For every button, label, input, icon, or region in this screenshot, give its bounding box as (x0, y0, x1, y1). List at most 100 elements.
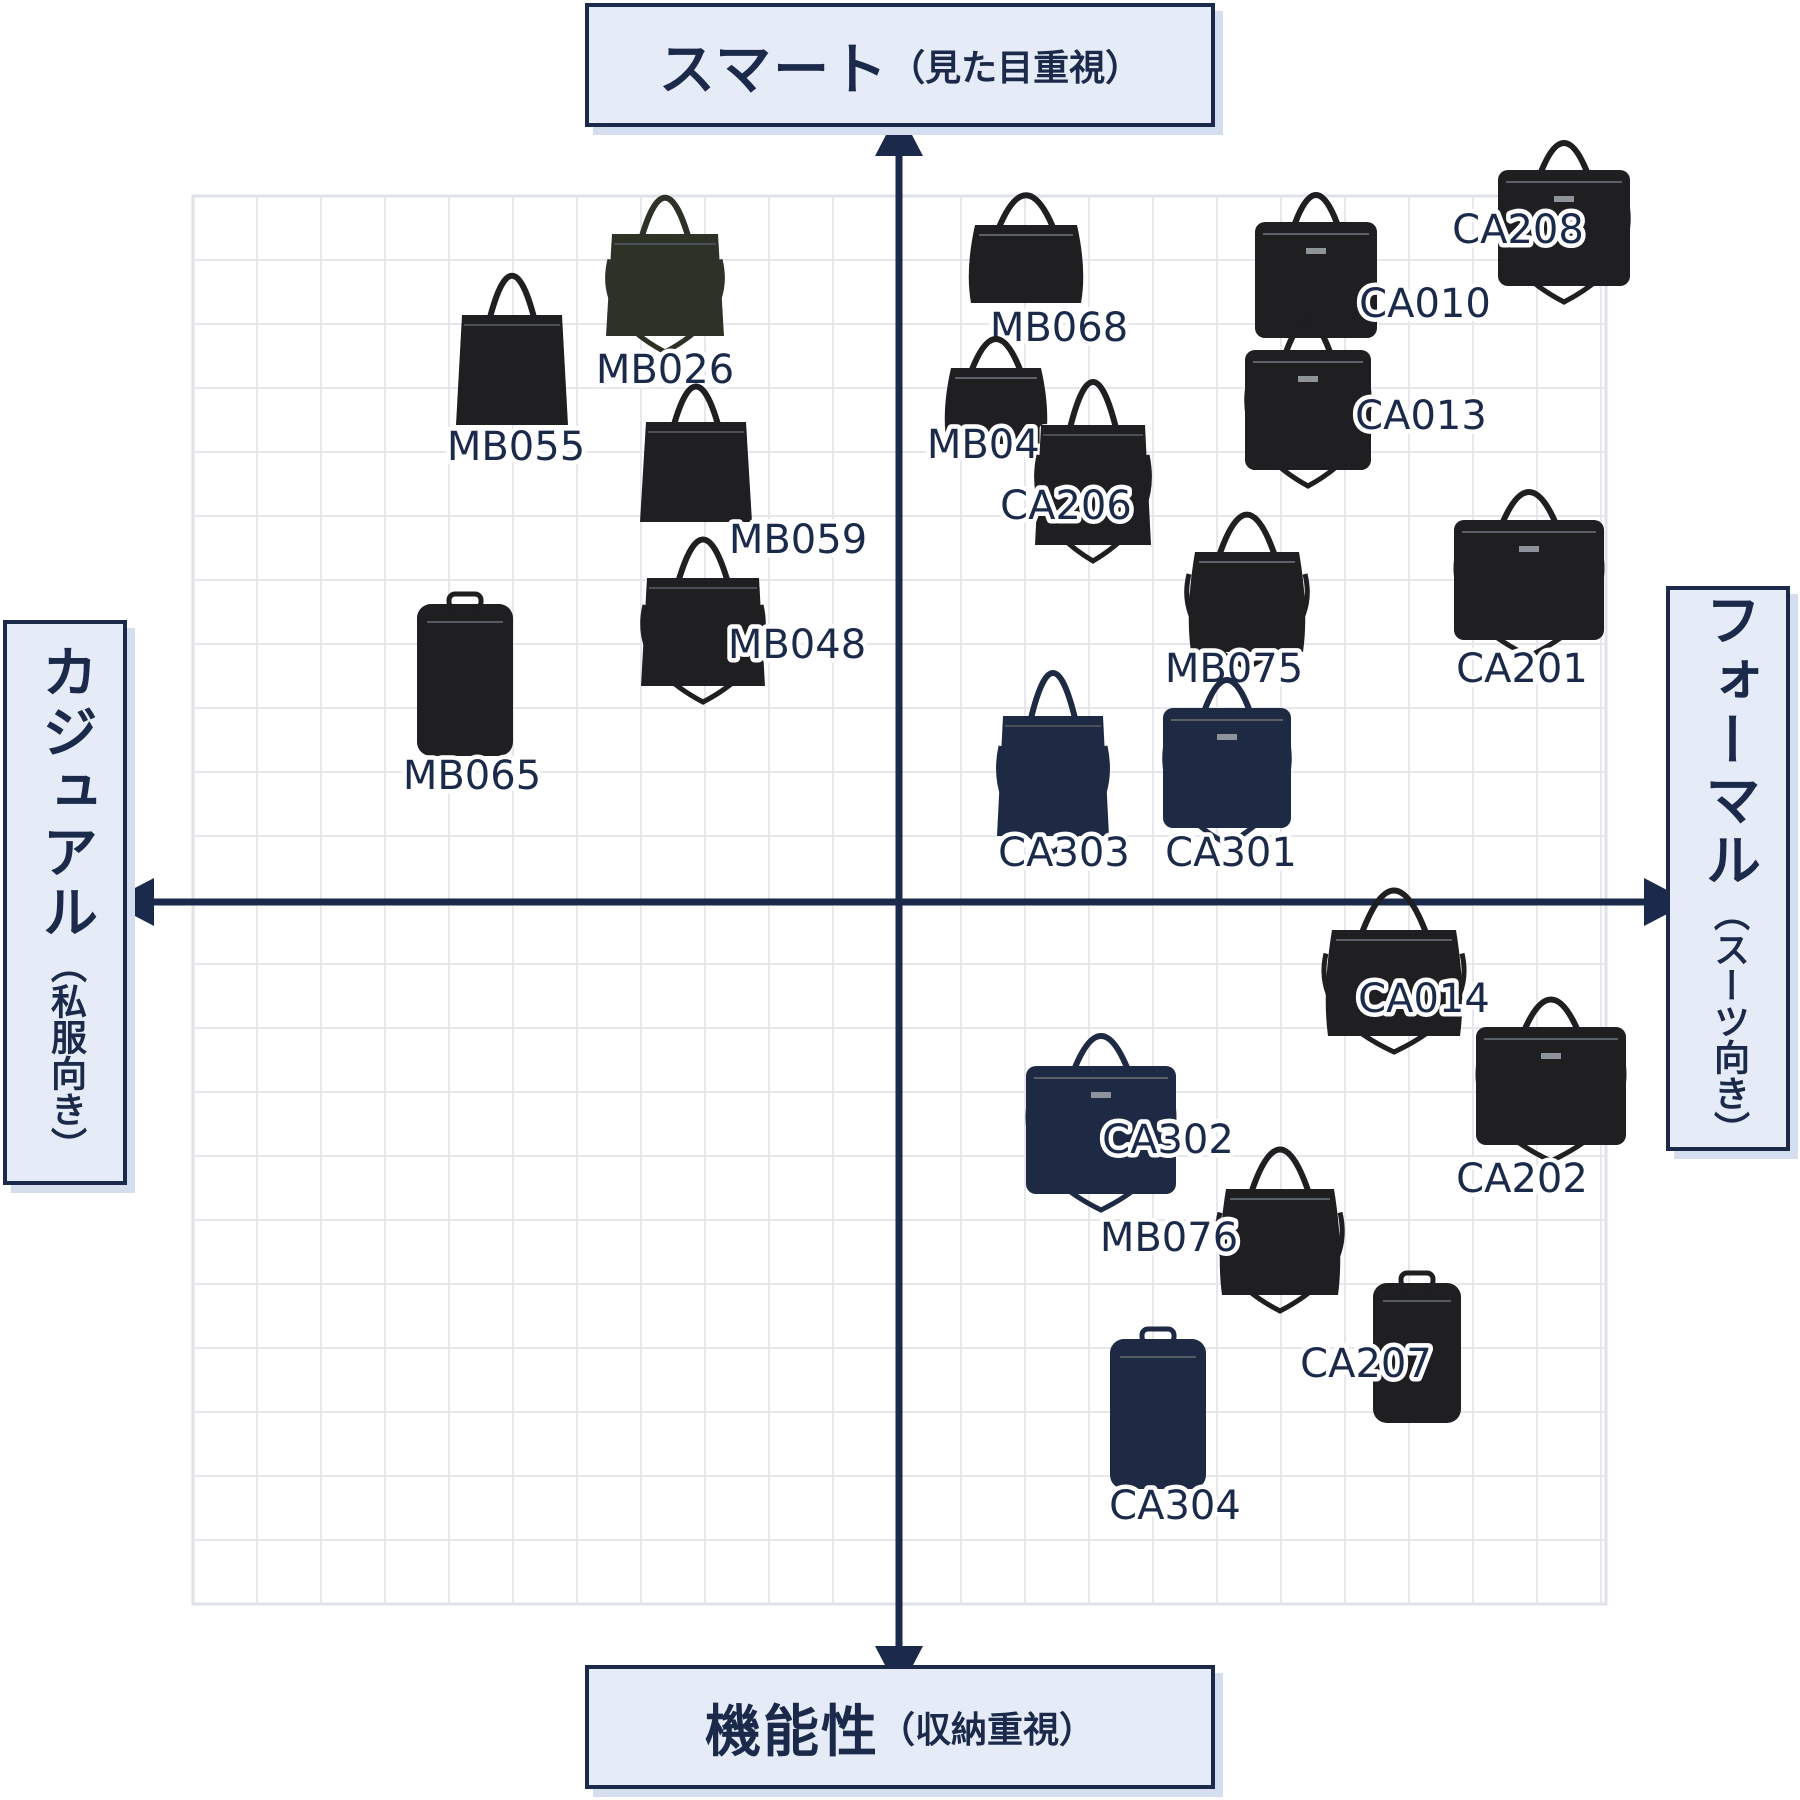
axis-right-sub: （スーツ向き） (1708, 894, 1749, 1147)
logo-plate (1298, 376, 1318, 382)
axis-label-top: スマート （見た目重視） (585, 3, 1215, 127)
axis-top-main: スマート (658, 37, 890, 103)
axis-label-left: カジュアル （私服向き） (3, 620, 127, 1185)
bag-body (1325, 930, 1463, 1036)
bag-body (1188, 552, 1306, 652)
product-ca304[interactable]: CA304 (1105, 1326, 1245, 1534)
product-label: CA202 (1456, 1156, 1588, 1202)
bag-handle (1499, 489, 1559, 526)
product-label: MB065 (403, 753, 541, 799)
bag-handle (446, 591, 484, 611)
product-label: CA201 (1456, 646, 1588, 692)
bag-body (1163, 708, 1291, 828)
shoulder-strap (1215, 1211, 1345, 1314)
bag-body (456, 315, 568, 425)
product-ca207[interactable]: CA207 (1296, 1270, 1461, 1423)
bag-handle (486, 272, 538, 320)
bag-body (1476, 1027, 1626, 1145)
arrow-left-icon (108, 878, 154, 926)
product-label: CA301 (1165, 830, 1297, 876)
product-label: CA304 (1109, 1483, 1241, 1529)
product-layer: MB026MB055MB059MB048MB065MB068MB045CA206… (398, 140, 1631, 1534)
product-label: MB076 (1100, 1215, 1238, 1261)
product-ca201[interactable]: CA201 (1452, 489, 1605, 697)
axis-left-main: カジュアル (32, 642, 98, 943)
bag-body (1373, 1283, 1461, 1423)
shoulder-strap (1184, 573, 1310, 671)
bag-handle (1071, 1033, 1131, 1072)
product-ca302[interactable]: CA302 (1025, 1033, 1238, 1213)
bag-body (944, 368, 1048, 444)
product-ca013[interactable]: CA013 (1244, 319, 1491, 489)
bag-body (1219, 1189, 1341, 1295)
logo-plate (1091, 1092, 1111, 1098)
product-mb076[interactable]: MB076 (1095, 1146, 1345, 1314)
bag-body (1498, 170, 1630, 286)
logo-plate (1306, 248, 1326, 254)
logo-plate (1217, 734, 1237, 740)
bag-handle (1139, 1326, 1177, 1346)
bag-handle (1359, 887, 1429, 934)
bag-handle (1398, 1270, 1436, 1290)
bag-handle (675, 536, 731, 583)
product-ca202[interactable]: CA202 (1452, 996, 1627, 1207)
product-mb048[interactable]: MB048 (640, 536, 871, 705)
bag-handle (1216, 511, 1278, 555)
product-label: CA014 (1358, 976, 1490, 1022)
axis-bottom-main: 機能性 (704, 1699, 879, 1765)
logo-plate (1519, 546, 1539, 552)
bag-body (1026, 1066, 1176, 1194)
bag-handle (1282, 319, 1334, 356)
product-label: CA010 (1359, 281, 1491, 327)
axis-bottom-sub: （収納重視） (878, 1710, 1095, 1751)
bag-body (997, 716, 1109, 836)
product-mb075[interactable]: MB075 (1160, 511, 1310, 697)
bag-body (606, 234, 724, 336)
axis-label-right: フォーマル （スーツ向き） (1666, 586, 1790, 1151)
bag-handle (969, 336, 1023, 372)
product-label: MB068 (990, 305, 1128, 351)
bag-handle (1291, 192, 1341, 228)
product-ca301[interactable]: CA301 (1161, 677, 1301, 881)
product-ca206[interactable]: CA206 (996, 379, 1152, 564)
product-label: CA302 (1102, 1117, 1234, 1163)
logo-plate (1541, 1053, 1561, 1059)
bag-handle (1201, 677, 1253, 714)
bag-body (1110, 1339, 1206, 1489)
product-label: MB048 (728, 622, 866, 668)
product-ca010[interactable]: CA010 (1255, 192, 1495, 338)
bag-body (417, 604, 513, 756)
product-label: CA208 (1452, 207, 1584, 253)
product-label: MB059 (729, 517, 867, 563)
bag-body (1035, 425, 1151, 545)
bag-body (640, 422, 752, 522)
bag-handle (1066, 379, 1120, 430)
bag-handle (1521, 996, 1581, 1033)
axis-label-bottom: 機能性 （収納重視） (585, 1665, 1215, 1789)
product-label: CA206 (1000, 483, 1132, 529)
product-mb055[interactable]: MB055 (442, 272, 590, 475)
arrow-up-icon (875, 110, 923, 156)
bag-handle (1248, 1146, 1312, 1192)
product-label: MB026 (596, 347, 734, 393)
bag-handle (670, 383, 722, 427)
bag-body (1454, 520, 1604, 640)
product-label: MB055 (447, 424, 585, 470)
product-mb065[interactable]: MB065 (398, 591, 546, 804)
bag-body (1245, 350, 1371, 470)
product-ca208[interactable]: CA208 (1448, 140, 1631, 305)
product-label: CA013 (1355, 393, 1487, 439)
product-ca014[interactable]: CA014 (1321, 887, 1494, 1055)
bag-body (1255, 222, 1377, 338)
logo-plate (1554, 196, 1574, 202)
product-mb059[interactable]: MB059 (640, 383, 872, 568)
axis-right-main: フォーマル (1695, 590, 1761, 891)
product-label: CA207 (1300, 1341, 1432, 1387)
product-label: CA303 (998, 830, 1130, 876)
product-mb068[interactable]: MB068 (968, 192, 1133, 356)
bag-handle (1027, 670, 1079, 721)
product-ca303[interactable]: CA303 (994, 670, 1134, 881)
product-mb026[interactable]: MB026 (591, 194, 739, 398)
bag-handle (996, 192, 1056, 229)
